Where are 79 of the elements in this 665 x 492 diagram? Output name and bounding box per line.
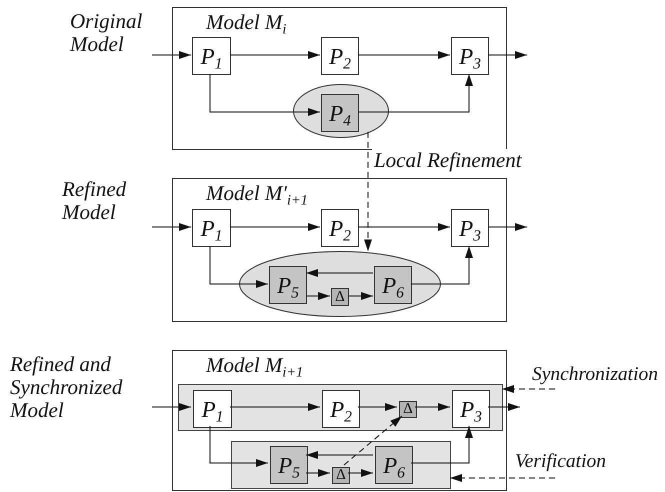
side-label: Refined Model (62, 178, 128, 224)
process-label: P$_{5}$ (277, 274, 299, 296)
group-band (178, 384, 503, 431)
arrow (210, 426, 268, 467)
process-box (374, 266, 412, 304)
process-label: P$_{4}$ (329, 102, 351, 124)
panel-title: Model M′$_{i+1}$ (206, 181, 308, 205)
process-label: P$_{2}$ (330, 398, 352, 420)
process-box (451, 209, 489, 247)
arrow (230, 223, 320, 231)
arrow (306, 451, 374, 459)
arrow (358, 403, 398, 411)
process-label: P$_{3}$ (459, 44, 481, 68)
process-label: P$_{6}$ (382, 274, 404, 296)
side-label: Original Model (70, 10, 144, 56)
delta-box (331, 288, 349, 306)
process-box (270, 446, 308, 484)
dashed-arrow (364, 131, 372, 252)
panel-title: Model M$_{i+1}$ (206, 353, 304, 377)
process-box (452, 390, 490, 428)
model-panel (172, 350, 507, 491)
side-label: Refined and Synchronized Model (10, 353, 124, 422)
process-box (322, 390, 360, 428)
dashed-arrow (344, 416, 402, 466)
arrow (210, 74, 320, 116)
delta-symbol: Δ (336, 468, 346, 483)
process-label: P$_{1}$ (202, 398, 224, 420)
refinement-ellipse (293, 84, 389, 138)
model-panel (172, 7, 507, 150)
process-label: P$_{1}$ (200, 44, 222, 68)
arrow (306, 292, 330, 300)
arrow (210, 246, 268, 288)
process-label: P$_{6}$ (383, 454, 405, 476)
edge-label: Local Refinement (372, 149, 524, 172)
process-label: P$_{5}$ (278, 454, 300, 476)
process-box (451, 37, 489, 75)
arrow (410, 426, 473, 464)
delta-symbol: Δ (335, 290, 345, 304)
process-box (321, 94, 359, 132)
process-label: P$_{3}$ (459, 216, 481, 240)
process-box (375, 446, 413, 484)
process-label: P$_{2}$ (329, 216, 351, 240)
refinement-ellipse (239, 251, 441, 317)
process-label: P$_{1}$ (200, 216, 222, 240)
arrow (488, 51, 528, 59)
arrow (152, 223, 192, 231)
group-band (231, 441, 451, 489)
arrow (152, 51, 192, 59)
process-box (321, 37, 359, 75)
arrow (230, 51, 320, 59)
arrow (348, 292, 374, 300)
side-label: Verification (515, 451, 606, 472)
arrow (358, 74, 473, 112)
side-label: Synchronization (532, 364, 658, 385)
arrow (410, 246, 473, 284)
process-box (269, 266, 307, 304)
process-box (192, 209, 231, 247)
arrow (488, 223, 528, 231)
dashed-arrow (450, 474, 556, 482)
arrow (358, 223, 450, 231)
process-label: P$_{3}$ (460, 398, 482, 420)
delta-box (399, 401, 417, 418)
arrow (488, 403, 520, 411)
delta-symbol: Δ (403, 402, 413, 417)
model-panel (172, 178, 507, 322)
process-box (193, 390, 232, 428)
process-label: P$_{2}$ (329, 44, 351, 68)
dashed-arrow (502, 385, 556, 393)
arrow (414, 403, 450, 411)
process-box (321, 209, 359, 247)
arrow (230, 403, 320, 411)
process-box (192, 37, 231, 75)
arrow (152, 403, 192, 411)
arrow (358, 51, 450, 59)
panel-title: Model M$_{i}$ (206, 10, 286, 34)
delta-box (332, 467, 350, 484)
arrow (306, 469, 330, 477)
arrow (348, 469, 374, 477)
arrow (306, 269, 374, 277)
